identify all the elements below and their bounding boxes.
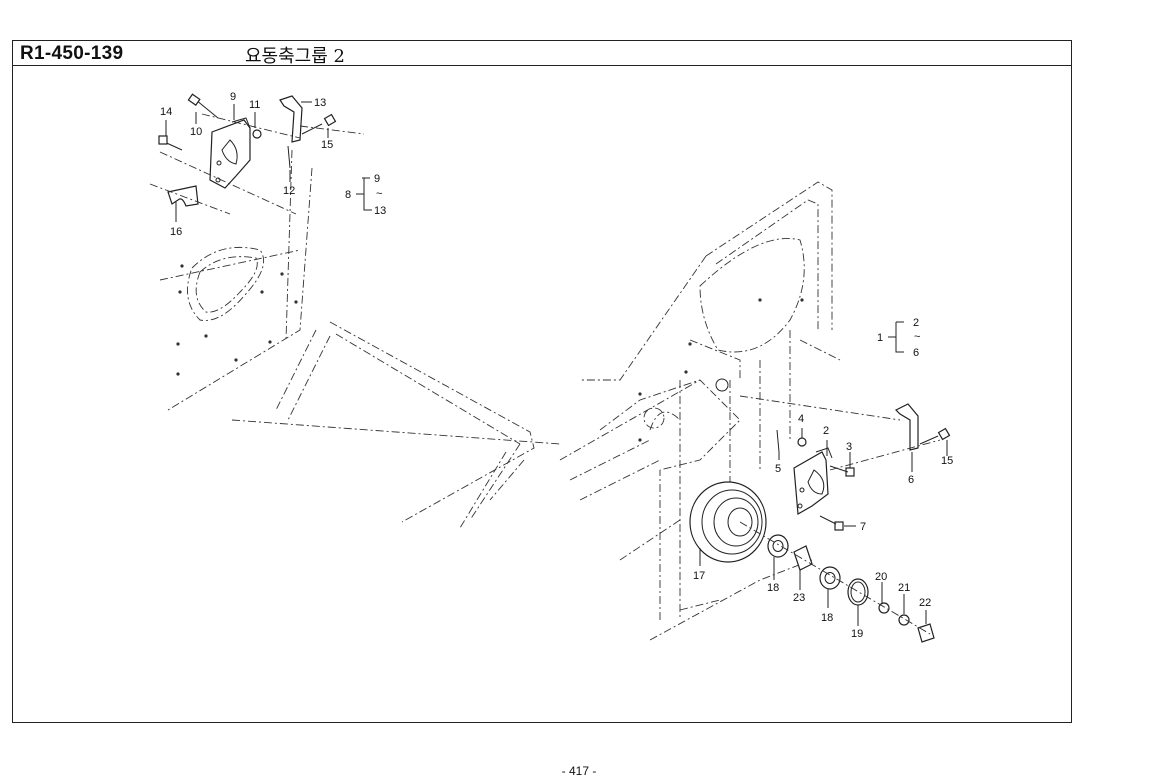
callout-15: 15 [321,139,333,151]
callout-14: 14 [160,106,172,118]
callout-12: 12 [283,185,295,197]
group-1-to: 6 [913,347,919,359]
callout-6: 6 [908,474,914,486]
drawing-title: 요동축그룹 2 [245,46,345,67]
group-8-tilde: ~ [376,188,382,200]
drawing-frame [12,40,1072,723]
pulley-assembly [689,481,935,643]
callout-23: 23 [793,592,805,604]
lower-bracket-assembly [739,395,951,531]
callout-20: 20 [875,571,887,583]
callout-7: 7 [860,521,866,533]
callout-5: 5 [775,463,781,475]
callout-11: 11 [249,99,260,111]
upper-bracket-assembly [149,93,365,215]
right-frame-phantom [559,181,841,641]
group-8-to: 13 [374,205,386,217]
callout-19: 19 [851,628,863,640]
callout-4: 4 [798,413,804,425]
group-8-parent: 8 [345,189,351,201]
callout-2: 2 [823,425,829,437]
callout-16: 16 [170,226,182,238]
callout-18: 18 [767,582,779,594]
group-1-from: 2 [913,317,919,329]
callout-13: 13 [314,97,326,109]
callout-3: 3 [846,441,852,453]
page-number: - 417 - [561,764,597,778]
left-frame-phantom [159,149,561,529]
group-1-tilde: ~ [914,331,920,343]
callout-9: 9 [230,91,236,103]
callout-18: 18 [821,612,833,624]
callout-21: 21 [898,582,910,594]
callout-15: 15 [941,455,953,467]
callout-22: 22 [919,597,931,609]
callout-17: 17 [693,570,705,582]
callout-labels: 14 10 9 11 13 15 12 16 4 2 3 5 6 15 7 17… [160,91,953,640]
group-1-parent: 1 [877,332,883,344]
drawing-code: R1-450-139 [20,43,124,64]
callout-10: 10 [190,126,202,138]
group-8-from: 9 [374,173,380,185]
title-block: R1-450-139 요동축그룹 2 [12,40,1072,67]
leader-lines [165,101,948,626]
